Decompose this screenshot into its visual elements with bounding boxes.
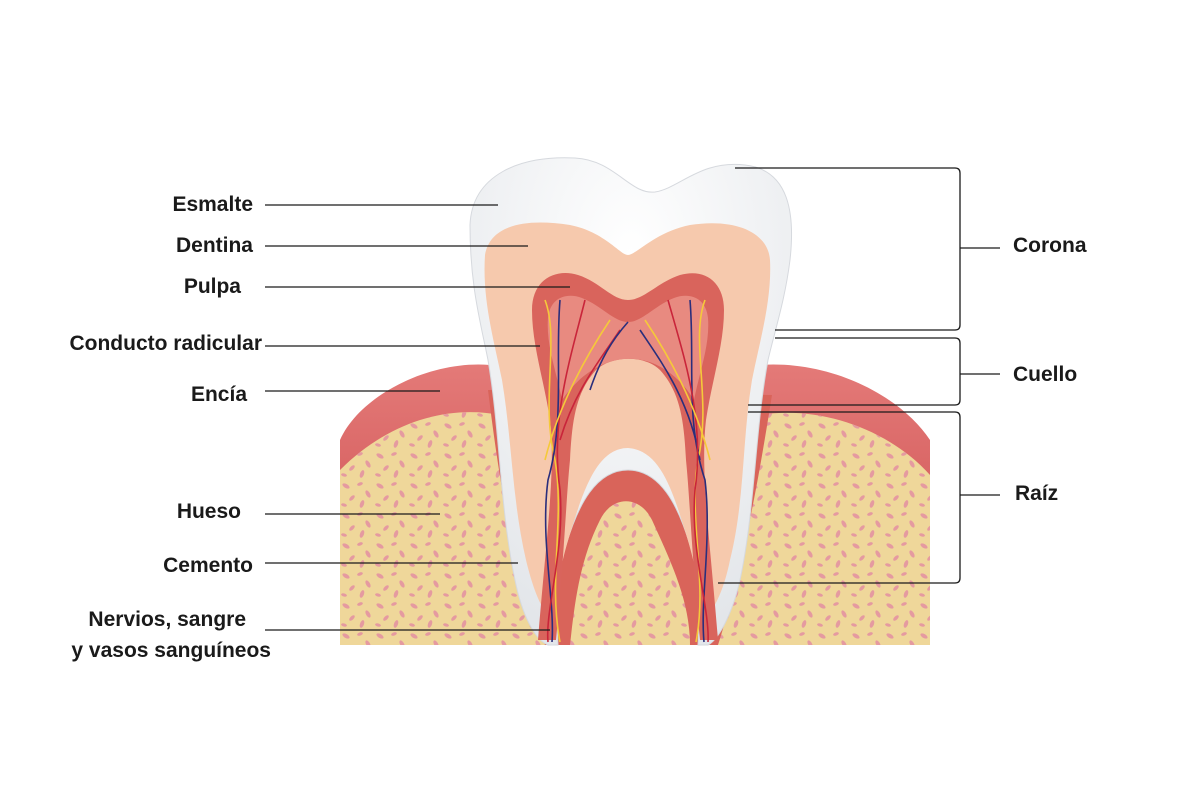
nerves-vessels bbox=[544, 299, 711, 643]
label-conducto: Conducto radicular bbox=[69, 332, 262, 355]
label-hueso: Hueso bbox=[177, 500, 241, 523]
bracket-raiz bbox=[718, 411, 1000, 584]
label-cuello: Cuello bbox=[1013, 363, 1077, 386]
label-dentina: Dentina bbox=[176, 234, 253, 257]
label-cemento: Cemento bbox=[163, 554, 253, 577]
bracket-cuello bbox=[748, 337, 1000, 406]
label-corona: Corona bbox=[1013, 234, 1087, 257]
bone-pores bbox=[340, 412, 930, 645]
pulp-inner bbox=[547, 295, 709, 400]
label-nervios-line1: Nervios, sangre bbox=[88, 608, 246, 631]
label-pulpa: Pulpa bbox=[184, 275, 241, 298]
label-encia: Encía bbox=[191, 383, 247, 406]
label-raiz: Raíz bbox=[1015, 482, 1058, 505]
label-nervios-line2: y vasos sanguíneos bbox=[71, 639, 271, 662]
bracket-corona bbox=[735, 167, 1000, 331]
label-esmalte: Esmalte bbox=[172, 193, 253, 216]
